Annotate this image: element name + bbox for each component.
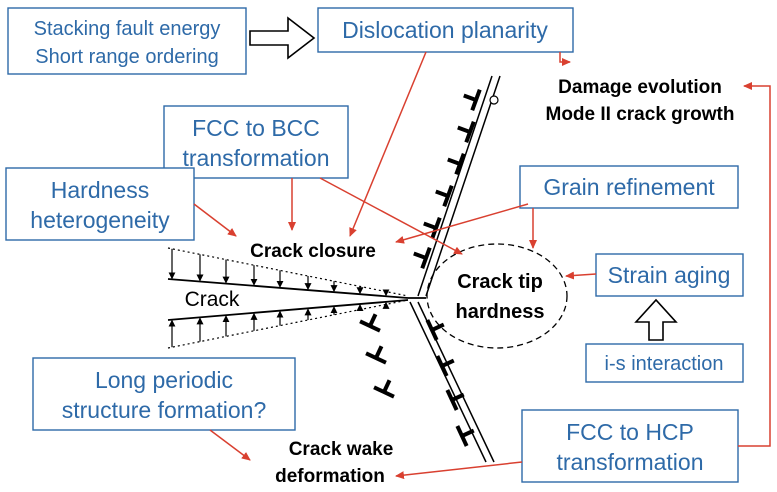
dislocations xyxy=(359,88,482,447)
arrow-fccbcc-to-tip xyxy=(319,177,463,255)
arrow-hcp-to-wake xyxy=(395,461,523,480)
dislocation-planarity-label: Dislocation planarity xyxy=(342,17,548,43)
dislocation-symbol-0 xyxy=(463,88,482,112)
dislocation-symbol-1 xyxy=(457,120,476,144)
arrow-planarity-to-damage xyxy=(559,52,571,66)
strain-aging-label: Strain aging xyxy=(608,262,731,288)
dislocation-symbol-6 xyxy=(359,313,381,333)
arrow-planarity-to-closure xyxy=(349,51,427,237)
arrow-hardness-to-closure xyxy=(193,203,237,237)
dislocation-symbol-12 xyxy=(455,425,475,447)
crack-label: Crack xyxy=(185,288,240,311)
dislocation-symbol-10 xyxy=(435,355,455,377)
box-stacking-fault: Stacking fault energy Short range orderi… xyxy=(7,7,247,75)
is-interaction-label: i-s interaction xyxy=(605,353,724,375)
damage-evolution-label: Damage evolution xyxy=(558,77,722,98)
box-grain-refinement: Grain refinement xyxy=(519,165,739,209)
crack-closure-label: Crack closure xyxy=(250,241,376,262)
dislocation-symbol-7 xyxy=(365,345,387,365)
sfe-line2: Short range ordering xyxy=(35,46,218,68)
deformation-label: deformation xyxy=(275,466,385,487)
hardness-het-line2: heterogeneity xyxy=(30,207,170,233)
fcc-bcc-line1: FCC to BCC xyxy=(192,115,320,141)
crack-geometry xyxy=(167,247,426,349)
sfe-line1: Stacking fault energy xyxy=(34,18,221,40)
crack-tip-hardness: Crack tip hardness xyxy=(426,243,568,349)
arrow-grain-to-closure xyxy=(395,203,529,244)
box-strain-aging: Strain aging xyxy=(595,253,744,297)
arrow-aging-to-tip xyxy=(565,271,597,280)
fcc-bcc-line2: transformation xyxy=(182,145,329,171)
crack-wake-label: Crack wake xyxy=(289,439,394,460)
dislocation-symbol-4 xyxy=(423,216,442,240)
dislocation-symbol-2 xyxy=(447,152,466,176)
arrow-lps-to-wake xyxy=(209,429,251,461)
hollow-arrow-up xyxy=(634,298,678,341)
box-hardness-heterogeneity: Hardness heterogeneity xyxy=(5,167,195,241)
lps-line1: Long periodic xyxy=(95,367,233,393)
arrow-hcp-to-damage xyxy=(738,82,771,447)
grain-refinement-label: Grain refinement xyxy=(543,174,715,200)
dislocation-symbol-9 xyxy=(425,319,445,341)
dislocation-symbol-8 xyxy=(373,379,395,399)
box-long-periodic-structure: Long periodic structure formation? xyxy=(32,357,296,431)
dislocation-symbol-3 xyxy=(435,184,454,208)
box-fcc-bcc: FCC to BCC transformation xyxy=(163,105,349,179)
lps-line2: structure formation? xyxy=(62,397,267,423)
closure-arrows xyxy=(168,248,390,348)
crack-tip-line1: Crack tip xyxy=(457,271,543,293)
mode-ii-label: Mode II crack growth xyxy=(546,104,735,125)
hardness-het-line1: Hardness xyxy=(51,177,149,203)
fcc-hcp-line2: transformation xyxy=(556,449,703,475)
box-fcc-hcp: FCC to HCP transformation xyxy=(521,409,739,483)
fcc-hcp-line1: FCC to HCP xyxy=(566,419,694,445)
dislocation-symbol-5 xyxy=(413,246,432,270)
connector-arrows xyxy=(193,51,771,480)
box-dislocation-planarity: Dislocation planarity xyxy=(317,7,574,53)
dislocation-symbol-11 xyxy=(445,389,465,411)
box-is-interaction: i-s interaction xyxy=(585,343,744,383)
hollow-arrow-right xyxy=(249,16,316,60)
crack-tip-line2: hardness xyxy=(456,301,545,323)
dislocation-source xyxy=(489,95,499,105)
